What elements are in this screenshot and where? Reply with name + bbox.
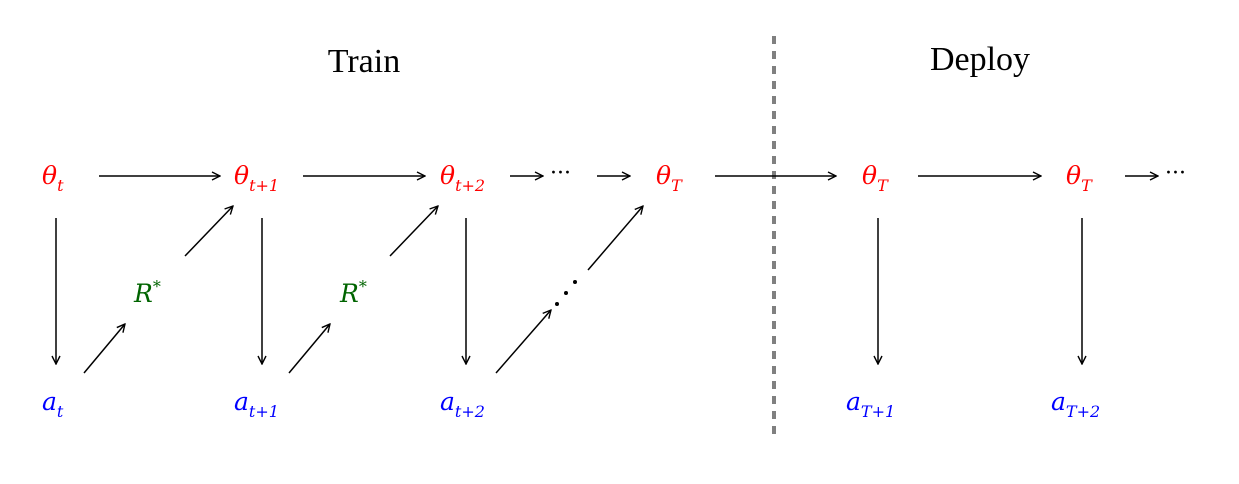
arrow-a-t2-to-ellipsis — [495, 310, 551, 374]
ellipsis-train-top: ··· — [550, 161, 571, 186]
node-theta-t-plus-1: θt+1 — [234, 161, 279, 195]
arrow-reward-2-to-theta-t2 — [389, 206, 438, 257]
node-a-T-plus-1: aT+1 — [846, 387, 895, 421]
node-a-t: at — [42, 387, 64, 421]
train-section-title: Train — [328, 43, 400, 80]
arrow-ellipsis-to-theta-T — [587, 206, 643, 271]
node-reward-1: R* — [133, 277, 161, 308]
ellipsis-diagonal — [555, 280, 577, 306]
node-a-T-plus-2: aT+2 — [1051, 387, 1100, 421]
arrow-reward-1-to-theta-t1 — [184, 206, 233, 257]
deploy-section-title: Deploy — [930, 41, 1030, 78]
node-theta-T-deploy-2: θT — [1066, 161, 1093, 195]
ellipsis-deploy-top: ··· — [1165, 161, 1186, 186]
arrow-a-t1-to-reward-2 — [288, 324, 330, 374]
node-a-t-plus-1: at+1 — [234, 387, 279, 421]
node-theta-t-plus-2: θt+2 — [440, 161, 485, 195]
node-a-t-plus-2: at+2 — [440, 387, 485, 421]
node-theta-T: θT — [656, 161, 683, 195]
node-theta-t: θt — [42, 161, 64, 195]
node-reward-2: R* — [339, 277, 367, 308]
node-theta-T-deploy-1: θT — [862, 161, 889, 195]
arrow-a-t-to-reward-1 — [83, 324, 125, 374]
